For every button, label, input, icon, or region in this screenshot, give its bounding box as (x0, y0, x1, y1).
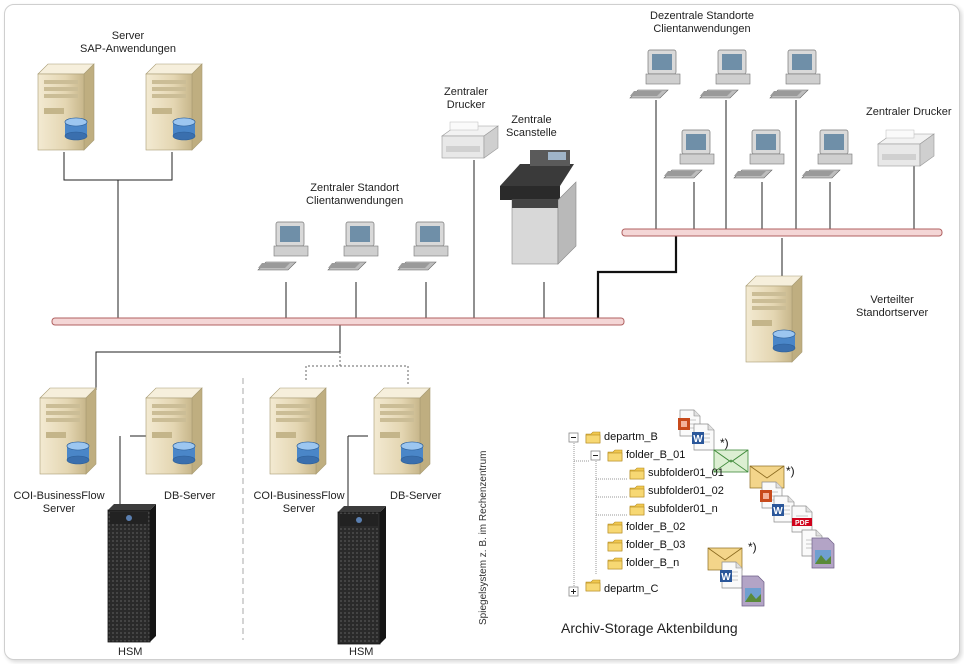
printer-icon (877, 129, 935, 167)
printer-icon (441, 121, 499, 159)
wan-link (596, 234, 678, 322)
expander-minus-icon[interactable] (590, 450, 601, 461)
tree-item-folder-b-03[interactable]: folder_B_03 (626, 539, 686, 551)
workstation-icon (769, 49, 821, 99)
folder-icon (585, 431, 601, 444)
caption-archiv-storage: Archiv-Storage Aktenbildung (561, 620, 738, 636)
server-icon (39, 387, 97, 475)
server-icon (37, 63, 95, 151)
folder-icon (629, 485, 645, 498)
pdf-icon (792, 506, 812, 532)
word-doc-icon (720, 562, 742, 588)
image-icon (741, 575, 765, 607)
connection-lines (63, 100, 915, 515)
folder-icon (607, 557, 623, 570)
server-icon (145, 63, 203, 151)
email-icon (713, 449, 749, 473)
tree-lines (573, 443, 628, 591)
annotation-mark: *) (748, 540, 757, 554)
tree-item-departm-b[interactable]: departm_B (604, 431, 658, 443)
folder-icon (607, 449, 623, 462)
label-hsm-1: HSM (118, 646, 143, 658)
workstation-icon (257, 221, 309, 271)
annotation-mark: *) (786, 464, 795, 478)
folder-icon (585, 579, 601, 592)
tree-item-folder-b-n[interactable]: folder_B_n (626, 557, 680, 569)
mirror-link (305, 352, 409, 384)
image-icon (811, 537, 835, 569)
label-zentraler-drucker-2: Zentraler Drucker (866, 106, 952, 118)
annotation-mark: *) (720, 436, 729, 450)
label-spiegelsystem: Spiegelsystem z. B. im Rechenzentrum (478, 450, 489, 625)
hsm-storage-icon (337, 506, 386, 645)
word-doc-icon (772, 496, 794, 522)
tree-item-subfolder01-02[interactable]: subfolder01_02 (648, 485, 724, 497)
server-icon (145, 387, 203, 475)
tree-item-departm-c[interactable]: departm_C (604, 583, 659, 595)
workstation-icon (663, 129, 715, 179)
expander-plus-icon[interactable] (568, 586, 579, 597)
folder-icon (607, 539, 623, 552)
folder-icon (607, 521, 623, 534)
expander-minus-icon[interactable] (568, 432, 579, 443)
tree-item-subfolder01-n[interactable]: subfolder01_n (648, 503, 718, 515)
tree-item-folder-b-01[interactable]: folder_B_01 (626, 449, 686, 461)
workstation-icon (629, 49, 681, 99)
server-icon (269, 387, 327, 475)
label-db-server-1: DB-Server (164, 490, 216, 502)
server-icon (745, 275, 803, 363)
workstation-icon (801, 129, 853, 179)
tree-item-subfolder01-01[interactable]: subfolder01_01 (648, 467, 724, 479)
workstation-icon (327, 221, 379, 271)
central-network-bus (51, 317, 625, 326)
hsm-storage-icon (107, 504, 156, 643)
workstation-icon (699, 49, 751, 99)
scanner-icon (500, 150, 577, 265)
tree-item-folder-b-02[interactable]: folder_B_02 (626, 521, 686, 533)
folder-icon (629, 467, 645, 480)
remote-network-bus (621, 228, 943, 237)
server-icon (373, 387, 431, 475)
folder-icon (629, 503, 645, 516)
label-hsm-2: HSM (349, 646, 374, 658)
workstation-icon (397, 221, 449, 271)
word-doc-icon (692, 424, 714, 450)
workstation-icon (733, 129, 785, 179)
label-db-server-2: DB-Server (390, 490, 442, 502)
